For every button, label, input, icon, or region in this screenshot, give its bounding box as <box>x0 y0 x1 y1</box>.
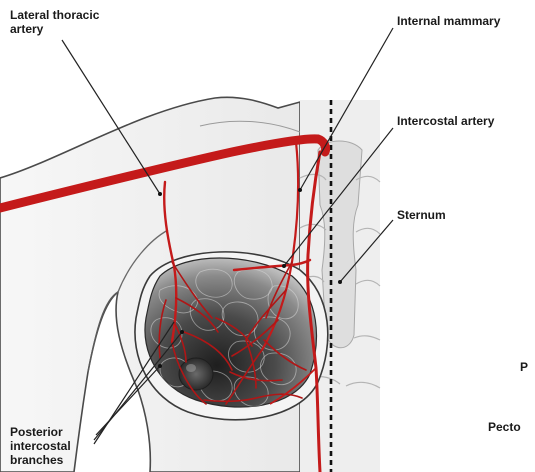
nipple <box>179 358 213 390</box>
label-posterior-line1: Posterior <box>10 425 71 439</box>
label-internal-mammary: Internal mammary <box>397 14 500 28</box>
label-cut-pecto: Pecto <box>488 420 521 434</box>
label-lateral-thoracic-artery: Lateral thoracic artery <box>10 8 99 36</box>
label-sternum: Sternum <box>397 208 446 222</box>
label-cut-p: P <box>520 360 528 374</box>
label-lateral-thoracic-line1: Lateral thoracic <box>10 8 99 22</box>
nipple-highlight <box>186 364 196 372</box>
label-intercostal-artery: Intercostal artery <box>397 114 494 128</box>
breast-tissue <box>145 258 317 407</box>
label-lateral-thoracic-line2: artery <box>10 22 99 36</box>
label-posterior-line3: branches <box>10 453 71 467</box>
label-posterior-line2: intercostal <box>10 439 71 453</box>
label-posterior-intercostal-branches: Posterior intercostal branches <box>10 425 71 467</box>
